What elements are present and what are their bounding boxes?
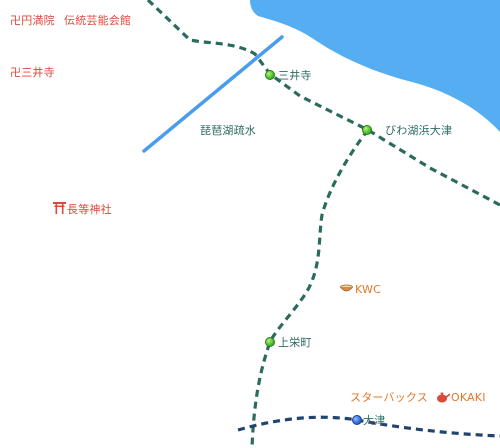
business-okaki-label[interactable]: OKAKI: [451, 391, 486, 404]
station-biwako-hama-otsu-label[interactable]: びわ湖浜大津: [385, 124, 453, 137]
starbucks-label[interactable]: スターバックス: [350, 391, 428, 404]
business-kwc-label[interactable]: KWC: [355, 283, 381, 296]
keihan-ishiyama-line: [250, 129, 370, 448]
museum-label[interactable]: 伝統芸能会館: [64, 14, 132, 27]
keihan-railway-line: [146, 0, 500, 207]
station-marker-icon-biwako-hama-otsu[interactable]: [362, 125, 372, 135]
station-marker-icon-miidera[interactable]: [265, 70, 275, 80]
station-marker-icon-kamisakaemachi[interactable]: [265, 337, 275, 347]
lake-biwa-water: [250, 0, 500, 132]
torii-icon[interactable]: [53, 202, 66, 214]
shrine-chotoji-label[interactable]: 長等神社: [67, 203, 112, 216]
station-marker-icon-otsu[interactable]: [352, 415, 362, 425]
temple-enmanin-label[interactable]: 卍円満院: [10, 14, 55, 27]
station-kamisakaemachi-label[interactable]: 上栄町: [278, 336, 312, 349]
biwako-canal-line: [142, 35, 284, 153]
station-miidera-label[interactable]: 三井寺: [278, 69, 312, 82]
station-otsu-label[interactable]: 大津: [363, 414, 386, 427]
temple-miidera-label[interactable]: 卍三井寺: [10, 66, 55, 79]
bowl-icon[interactable]: [340, 284, 353, 294]
teapot-icon[interactable]: [436, 391, 450, 403]
waterway-label: 琵琶湖疏水: [200, 124, 256, 137]
